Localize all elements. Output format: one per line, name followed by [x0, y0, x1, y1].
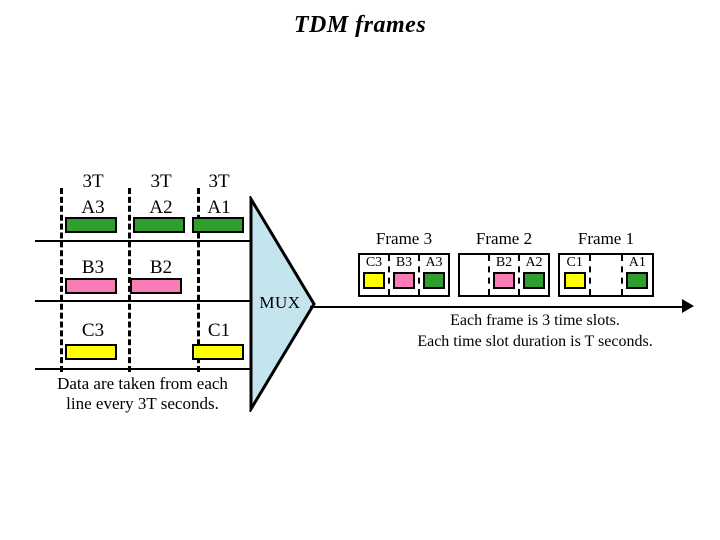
slot-divider-3	[197, 188, 200, 372]
frame-2-slot-1	[460, 255, 488, 295]
mux-triangle	[249, 196, 316, 412]
period-label-3t-1: 3T	[82, 171, 104, 192]
input-cell-label-b2: B2	[149, 257, 173, 278]
output-trunk-line	[310, 306, 688, 308]
mux-label: MUX	[259, 293, 301, 312]
frame-3-slot-2: B3	[388, 255, 418, 295]
input-lines-group: 3T 3T 3T A3 A2 A1 B3 B2 C3 C1 Data are t…	[0, 0, 270, 420]
input-cell-label-c3: C3	[81, 320, 105, 341]
page-title: TDM frames	[293, 12, 427, 38]
frame-3-slot-1: C3	[360, 255, 388, 295]
frame-2-slot-2-chip	[493, 272, 515, 289]
frame-1-slot-1-chip	[563, 272, 586, 289]
frame-1-slot-1: C1	[560, 255, 589, 295]
frame-box-3: C3 B3 A3	[358, 253, 450, 297]
frame-3-slot-3: A3	[418, 255, 448, 295]
frame-1-slot-3-label: A1	[628, 255, 646, 270]
output-note-line-1: Each frame is 3 time slots.	[450, 312, 620, 329]
frame-3-slot-2-chip	[393, 272, 415, 289]
frame-2-slot-3-chip	[523, 272, 545, 289]
frame-1-slot-3: A1	[620, 255, 652, 295]
frame-title-3: Frame 3	[375, 229, 433, 248]
output-note: Each frame is 3 time slots. Each time sl…	[404, 311, 666, 353]
slot-divider-2	[128, 188, 131, 372]
input-line-b	[35, 300, 255, 302]
slot-divider-1	[60, 188, 63, 372]
frame-3-slot-2-label: B3	[395, 255, 413, 270]
frame-3-slot-3-chip	[423, 272, 445, 289]
frame-1-slot-2-chip	[595, 272, 617, 289]
input-bar-a2	[133, 217, 185, 233]
input-footnote-line-2: line every 3T seconds.	[66, 394, 219, 413]
frame-title-1: Frame 1	[577, 229, 635, 248]
frame-3-slot-1-label: C3	[365, 255, 383, 270]
output-note-line-2: Each time slot duration is T seconds.	[417, 332, 653, 350]
input-cell-label-a1: A1	[207, 197, 231, 218]
frame-1-slot-3-chip	[626, 272, 649, 289]
input-bar-a1	[192, 217, 244, 233]
input-cell-label-a3: A3	[81, 197, 105, 218]
period-label-3t-2: 3T	[150, 171, 172, 192]
frame-2-slot-2: B2	[488, 255, 518, 295]
frame-2-slot-3: A2	[518, 255, 548, 295]
frame-2-slot-1-chip	[463, 272, 485, 289]
input-footnote-line-1: Data are taken from each	[57, 374, 228, 393]
input-line-c	[35, 368, 255, 370]
input-line-a	[35, 240, 255, 242]
period-label-3t-3: 3T	[208, 171, 230, 192]
input-bar-a3	[65, 217, 117, 233]
input-cell-label-c1: C1	[207, 320, 231, 341]
frame-1-slot-1-label: C1	[566, 255, 583, 270]
mux-triangle-shape	[249, 196, 316, 412]
frame-2-slot-2-label: B2	[495, 255, 513, 270]
input-bar-b3	[65, 278, 117, 294]
frame-2-slot-3-label: A2	[525, 255, 543, 270]
input-cell-label-b3: B3	[81, 257, 105, 278]
output-arrow-icon	[682, 299, 694, 313]
input-bar-c1	[192, 344, 244, 360]
input-bar-b2	[130, 278, 182, 294]
frame-box-1: C1 A1	[558, 253, 654, 297]
input-cell-label-a2: A2	[149, 197, 173, 218]
frame-3-slot-3-label: A3	[425, 255, 443, 270]
frame-1-slot-2	[589, 255, 620, 295]
frame-title-2: Frame 2	[475, 229, 533, 248]
input-bar-c3	[65, 344, 117, 360]
frame-3-slot-1-chip	[363, 272, 385, 289]
frame-box-2: B2 A2	[458, 253, 550, 297]
